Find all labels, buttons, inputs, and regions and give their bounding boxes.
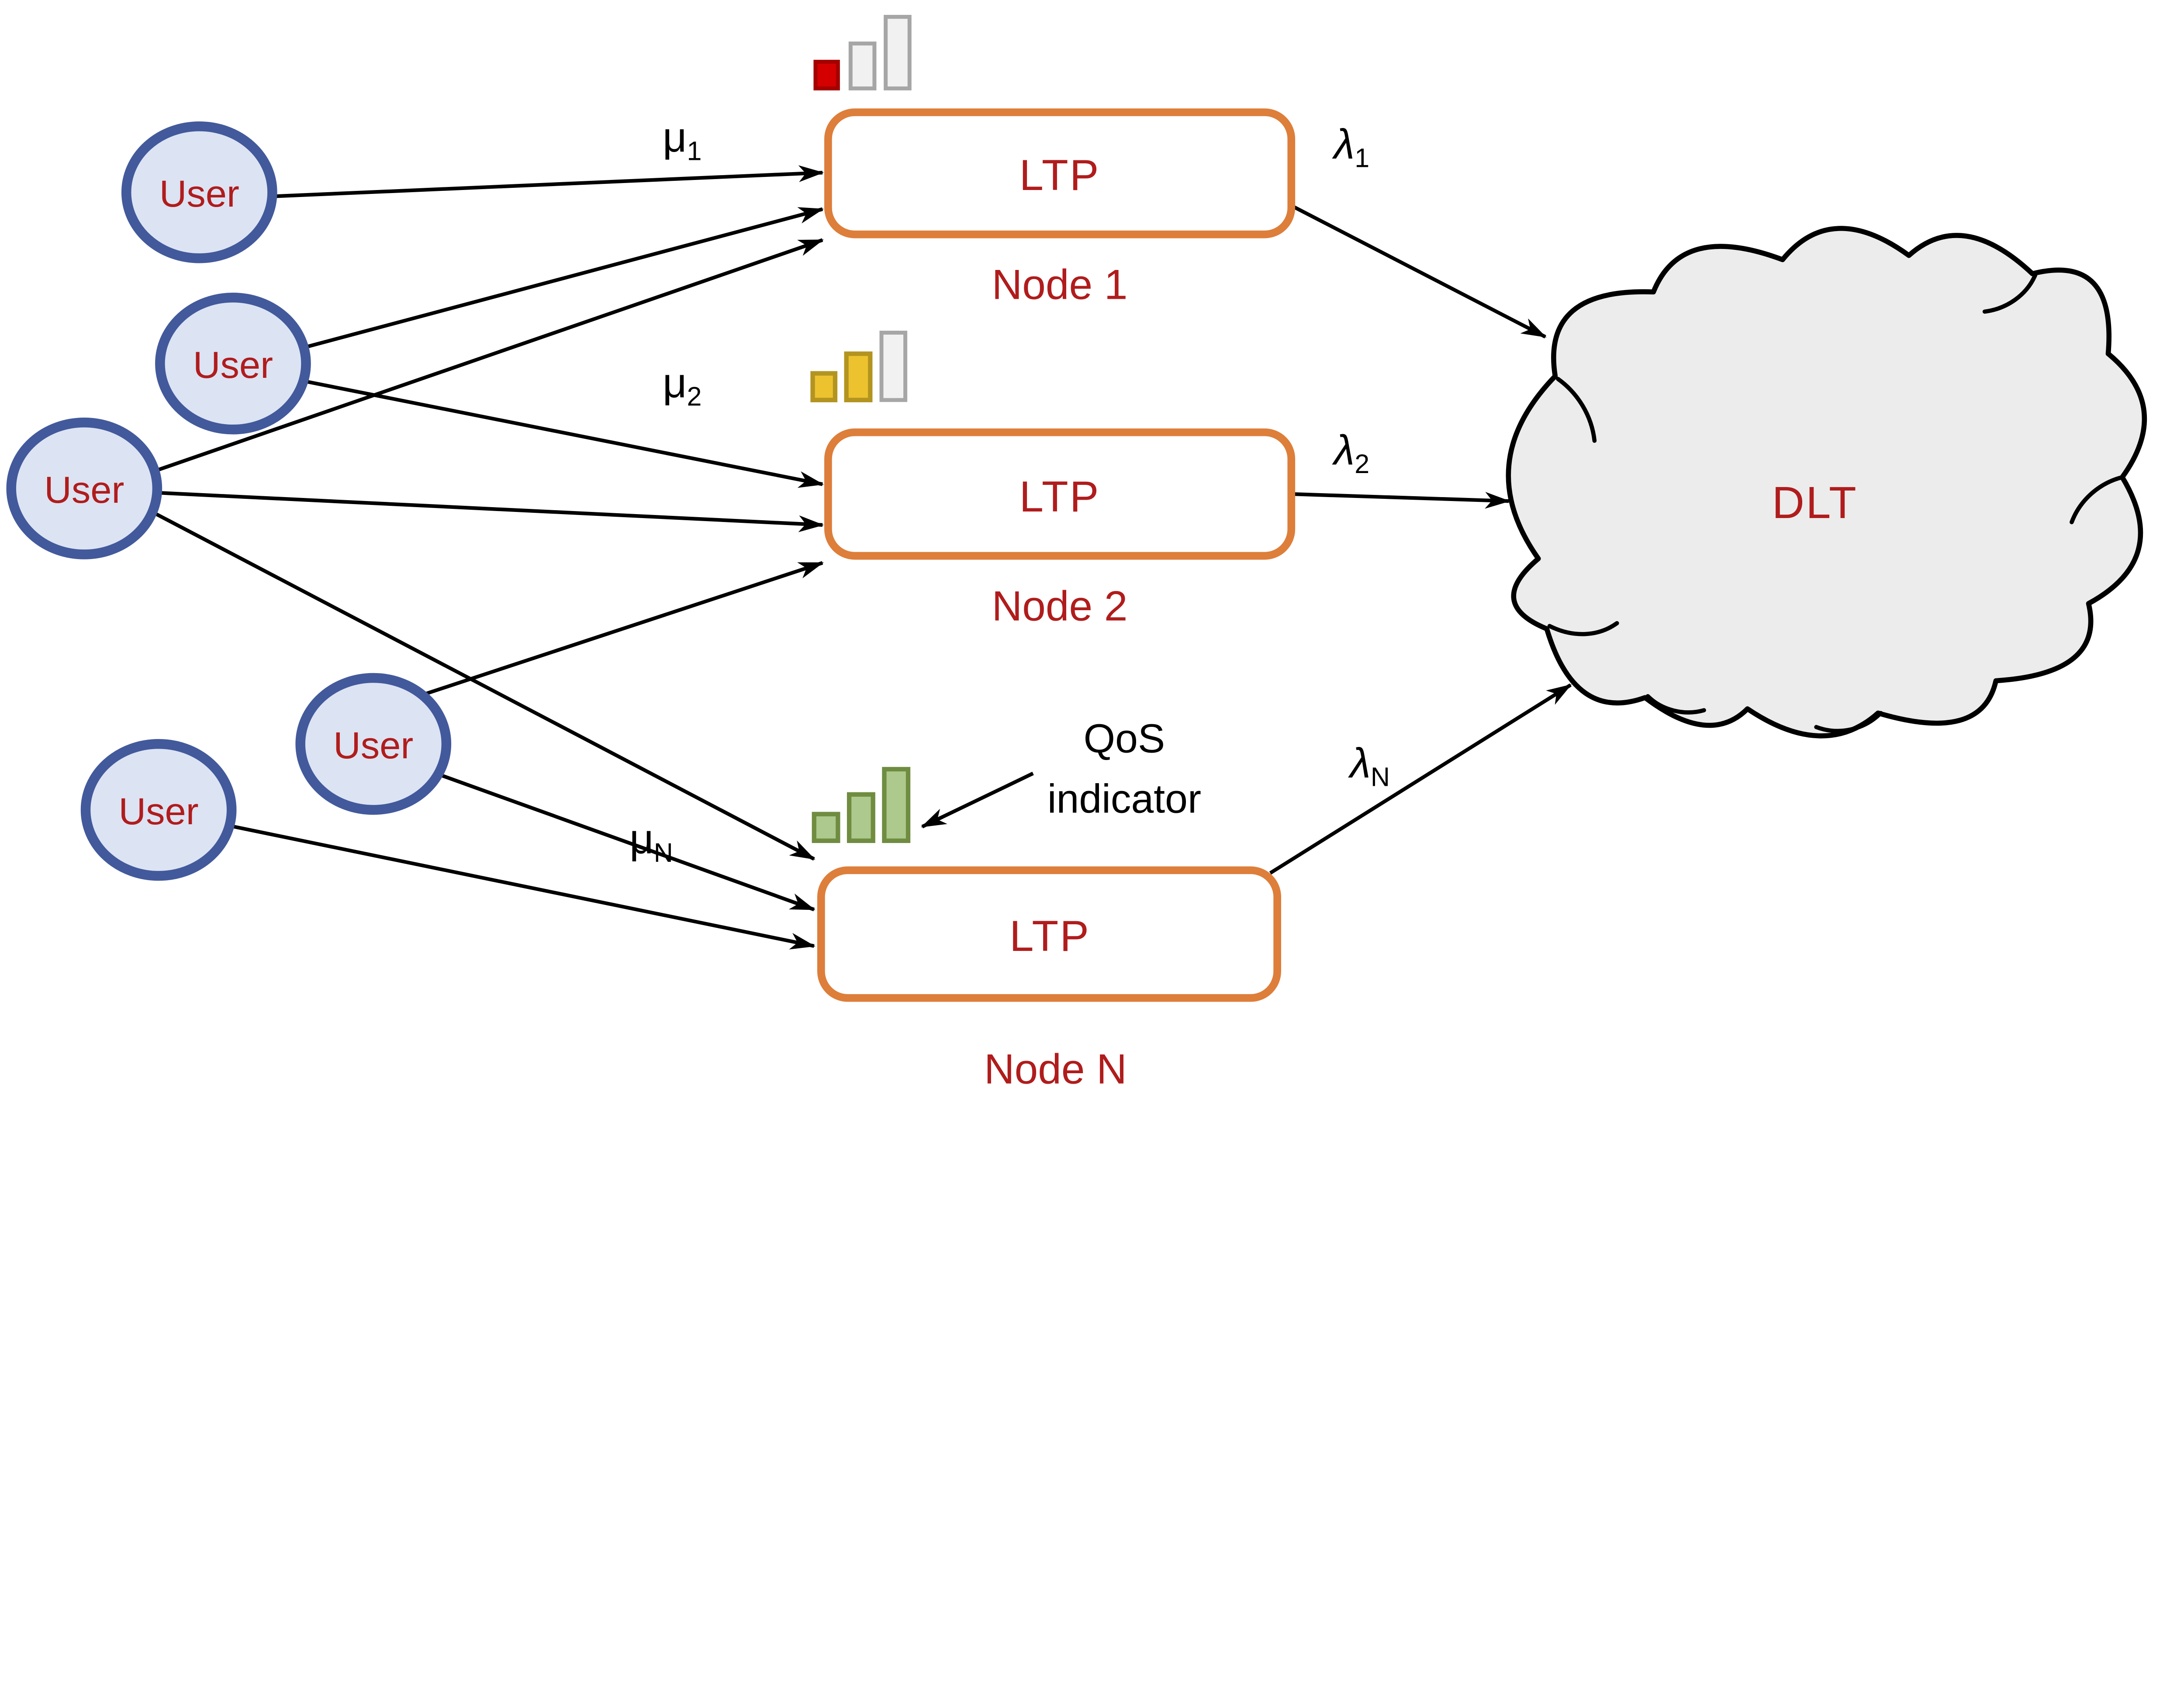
qos-indicator-node1	[813, 15, 912, 90]
lambda-subscript: N	[1371, 762, 1390, 791]
cloud-scallop	[1645, 694, 1706, 715]
qos-indicator-nodeN	[812, 767, 911, 843]
user-label: User	[333, 724, 413, 767]
ltp-label-node1: LTP	[1019, 151, 1100, 200]
arrow-nodeN-to-dlt	[1269, 683, 1572, 875]
lambda-subscript: 1	[1355, 143, 1369, 173]
qos-annotation-line1: QoS	[1084, 715, 1165, 761]
mu-subscript: 2	[687, 382, 702, 411]
mu-label-node1: μ1	[663, 114, 702, 166]
cloud-scallop	[1547, 621, 1619, 636]
cloud-shape	[1506, 226, 2147, 739]
user-node-3: User	[6, 417, 162, 560]
mu-subscript: N	[654, 838, 673, 867]
user-node-1: User	[121, 121, 277, 263]
arrow-user4-to-node2	[413, 561, 824, 700]
ltp-label-nodeN: LTP	[1009, 912, 1090, 961]
arrow-user5-to-nodeN	[227, 823, 816, 950]
mu-label-node2: μ2	[663, 359, 702, 411]
cloud-scallop	[1982, 273, 2038, 314]
arrow-user4-to-nodeN	[427, 769, 816, 912]
dlt-label: DLT	[1772, 477, 1858, 528]
user-circle	[6, 417, 162, 560]
arrow-user3-to-node2	[156, 491, 824, 532]
user-label: User	[119, 790, 199, 833]
lambda-label-node2: λ2	[1332, 427, 1369, 479]
cloud-scallop	[2070, 475, 2125, 525]
diagram-canvas: DLT LTP Node 1 μ1 λ1	[6, 15, 2147, 1093]
qos-bar-1	[810, 371, 838, 402]
user-label: User	[159, 173, 239, 215]
user-circle	[155, 292, 311, 435]
user-circle	[295, 673, 452, 815]
ltp-label-node2: LTP	[1019, 473, 1100, 521]
user-node-5: User	[80, 739, 237, 881]
qos-bar-2	[848, 41, 877, 90]
user-circle	[80, 739, 237, 881]
lambda-symbol: λ	[1348, 740, 1370, 787]
node-name-nodeN: Node N	[984, 1046, 1127, 1093]
user-node-2: User	[155, 292, 311, 435]
qos-annotation-line2: indicator	[1047, 776, 1201, 822]
lambda-label-nodeN: λN	[1348, 740, 1390, 791]
cloud-scallop	[1556, 377, 1597, 443]
dlt-cloud: DLT	[1506, 226, 2147, 739]
lambda-label-node1: λ1	[1332, 121, 1369, 173]
qos-annotation: QoS indicator	[921, 715, 1201, 829]
arrow-user1-to-node1	[269, 165, 824, 199]
node-cloud-arrows	[1269, 204, 1572, 875]
ltp-node-2: LTP Node 2 μ2 λ2	[663, 331, 1369, 629]
ltp-box-node2	[824, 428, 1296, 560]
lambda-subscript: 2	[1355, 449, 1369, 479]
ltp-box-node1	[824, 108, 1296, 238]
ltp-node-N: LTP Node N μN λN	[629, 740, 1390, 1093]
cloud-scallop	[1814, 711, 1883, 733]
arrow-user3-to-node1	[152, 238, 824, 473]
node-name-node1: Node 1	[992, 261, 1128, 308]
user-circle	[121, 121, 277, 263]
user-label: User	[193, 344, 273, 386]
mu-label-nodeN: μN	[629, 816, 673, 867]
qos-bar-1	[812, 812, 840, 843]
user-node-arrows	[149, 165, 824, 950]
node-name-node2: Node 2	[992, 583, 1128, 629]
mu-symbol: μ	[663, 359, 687, 406]
qos-annotation-arrow	[921, 771, 1034, 829]
qos-bar-3	[879, 331, 908, 402]
arrow-user3-to-nodeN	[149, 509, 816, 861]
user-label: User	[44, 469, 124, 511]
qos-bar-3	[884, 15, 912, 90]
qos-indicator-node2	[810, 331, 908, 402]
lambda-symbol: λ	[1332, 427, 1355, 474]
diagram-stage: DLT LTP Node 1 μ1 λ1	[6, 15, 2147, 1093]
qos-bar-3	[882, 767, 911, 843]
qos-bar-1	[813, 59, 840, 90]
mu-symbol: μ	[663, 114, 687, 161]
mu-symbol: μ	[629, 816, 654, 863]
arrow-user2-to-node2	[300, 378, 824, 488]
mu-subscript: 1	[687, 136, 702, 166]
qos-bar-2	[844, 351, 873, 402]
arrow-user2-to-node1	[301, 207, 824, 350]
ltp-box-nodeN	[817, 866, 1282, 1002]
ltp-node-1: LTP Node 1 μ1 λ1	[663, 15, 1369, 308]
arrow-node2-to-dlt	[1292, 492, 1510, 509]
user-node-4: User	[295, 673, 452, 815]
arrow-node1-to-dlt	[1292, 204, 1547, 339]
qos-bar-2	[847, 792, 875, 843]
lambda-symbol: λ	[1332, 121, 1355, 168]
